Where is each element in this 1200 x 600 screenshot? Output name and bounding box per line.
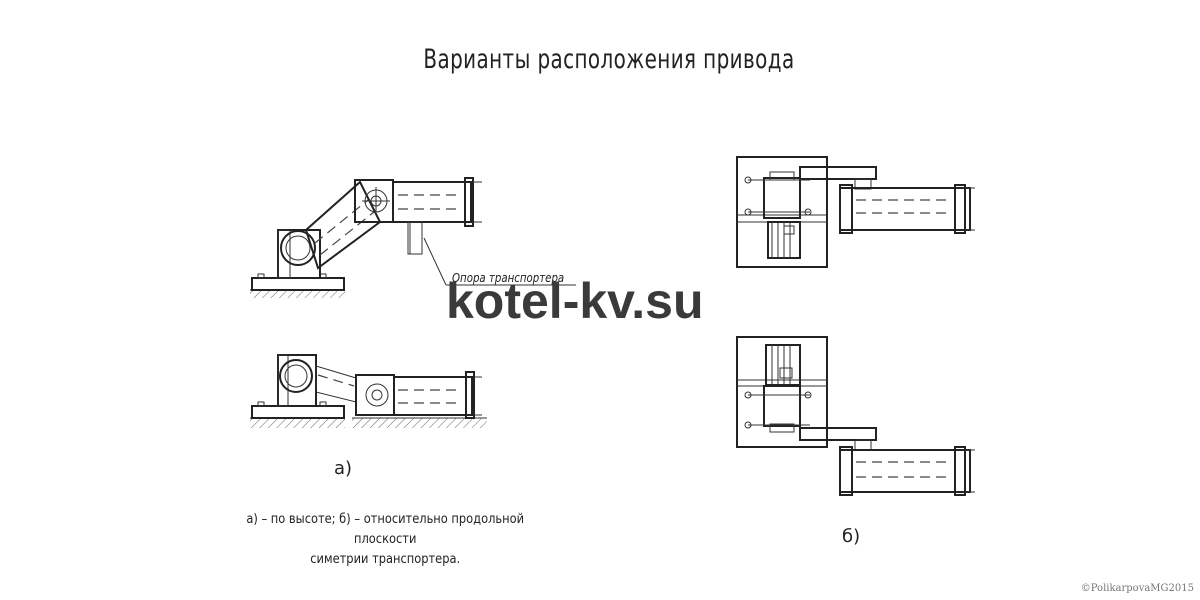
caption-line-2: симетрии транспортера. — [310, 552, 461, 567]
page-title: Варианты расположения привода — [423, 44, 795, 75]
variant-b-upper-drawing — [736, 156, 975, 268]
support-label: Опора транспортера — [452, 271, 565, 285]
copyright: ©PolikarpovaMG2015 — [1080, 583, 1194, 594]
watermark-text: kotel-kv.su — [446, 273, 704, 329]
caption-line-1: а) – по высоте; б) – относительно продол… — [246, 512, 525, 547]
label-variant-a: а) — [334, 458, 353, 479]
variant-a-horizontal-drawing — [250, 354, 487, 428]
caption: а) – по высоте; б) – относительно продол… — [218, 510, 552, 570]
label-variant-b: б) — [842, 526, 861, 547]
variant-a-inclined-drawing — [250, 177, 576, 298]
variant-b-lower-drawing — [736, 336, 975, 496]
